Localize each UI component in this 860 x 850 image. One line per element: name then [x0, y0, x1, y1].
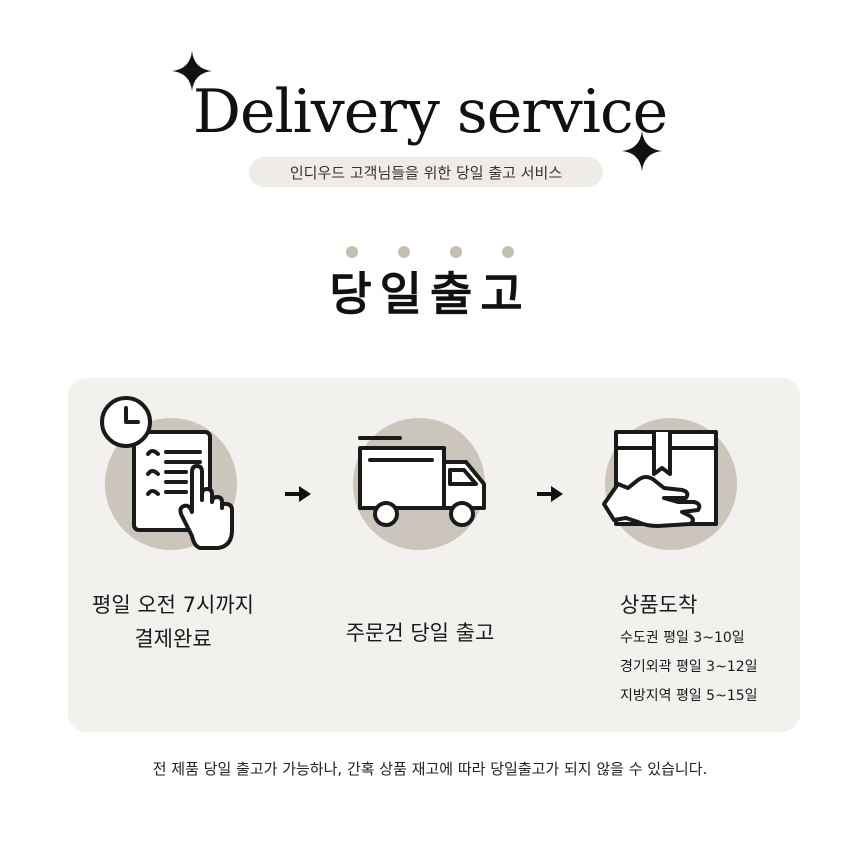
step-1-line2: 결제완료 [134, 627, 212, 651]
step-3-detail: 수도권 평일 3~10일 [620, 630, 745, 646]
step-3-detail: 지방지역 평일 5~15일 [620, 688, 758, 704]
step-2-line1: 주문건 당일 출고 [345, 621, 495, 645]
sparkle-icon [622, 131, 662, 171]
step-3-text: 상품도착 수도권 평일 3~10일 경기외곽 평일 3~12일 지방지역 평일 … [605, 588, 785, 711]
subtitle-text: 인디우드 고객님들을 위한 당일 출고 서비스 [289, 163, 563, 182]
step-3-title: 상품도착 [620, 593, 698, 617]
step-3-detail: 경기외곽 평일 3~12일 [620, 659, 758, 675]
decorative-dots [0, 246, 860, 258]
dot [346, 246, 358, 258]
arrow-right-icon [285, 486, 311, 502]
dot [398, 246, 410, 258]
delivery-truck-icon [358, 436, 486, 527]
step-1-text: 평일 오전 7시까지 결제완료 [78, 588, 268, 656]
step-1-line1: 평일 오전 7시까지 [92, 593, 254, 617]
footer-note: 전 제품 당일 출고가 가능하나, 간혹 상품 재고에 따라 당일출고가 되지 … [152, 760, 708, 778]
arrow-right-icon [537, 486, 563, 502]
step-2-text: 주문건 당일 출고 [325, 616, 515, 650]
subtitle-badge: 인디우드 고객님들을 위한 당일 출고 서비스 [249, 157, 603, 187]
section-heading: 당일출고 [329, 267, 531, 321]
page-title: Delivery service [192, 77, 668, 147]
checklist-clock-icon [100, 396, 234, 550]
dot [450, 246, 462, 258]
package-hand-icon [602, 430, 718, 528]
sparkle-icon [172, 51, 212, 91]
dot [502, 246, 514, 258]
